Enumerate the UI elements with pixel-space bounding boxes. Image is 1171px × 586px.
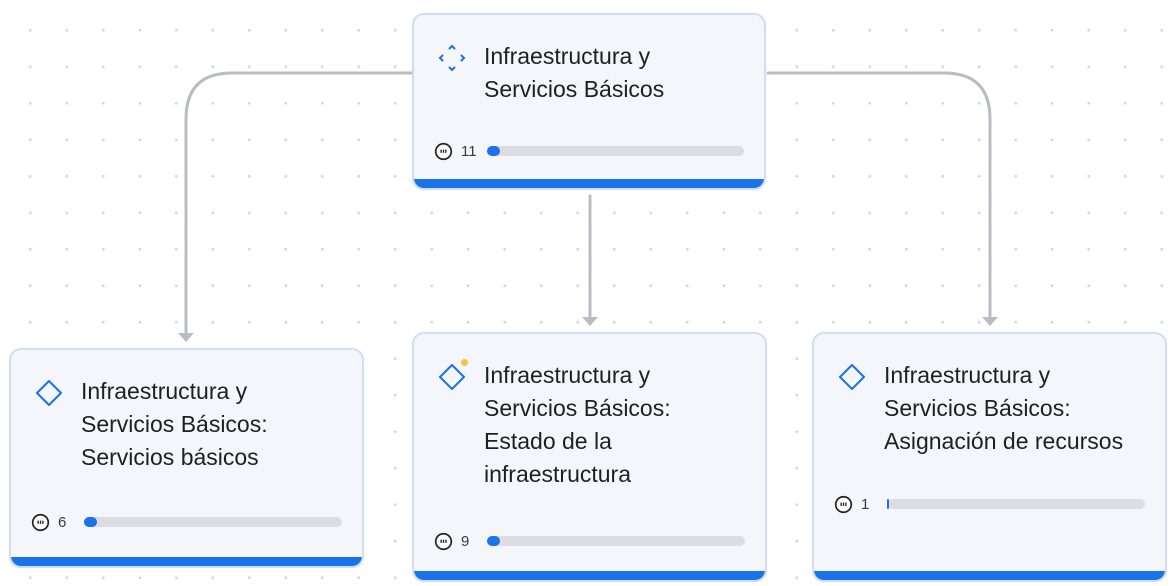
comment-count: 1: [861, 495, 870, 513]
node-footer: 6: [31, 511, 342, 533]
node-card-child-3[interactable]: Infraestructura y Servicios Básicos: Asi…: [812, 332, 1167, 582]
node-footer: 1: [834, 493, 1145, 515]
node-accent-bar: [414, 179, 764, 188]
diamond-icon: [839, 364, 865, 390]
arrowhead-child-1: [178, 333, 194, 342]
node-title: Infraestructura y Servicios Básicos: Ser…: [81, 378, 268, 470]
comment-count: 6: [58, 513, 67, 531]
node-accent-bar: [11, 557, 362, 566]
arrowhead-child-3: [982, 317, 998, 326]
progress-bar: [487, 146, 744, 156]
comment-count: 11: [461, 142, 477, 160]
arrowhead-child-2: [582, 317, 598, 326]
comment-icon: [834, 495, 853, 513]
node-card-child-1[interactable]: Infraestructura y Servicios Básicos: Ser…: [9, 348, 364, 568]
comment-count: 9: [461, 532, 470, 550]
diamond-dashed-icon: [438, 44, 466, 72]
progress-bar: [887, 499, 1145, 509]
node-accent-bar: [814, 571, 1165, 580]
connector-root-to-child-1: [184, 71, 415, 335]
progress-bar: [487, 536, 745, 546]
diamond-icon: [36, 380, 62, 406]
progress-bar: [84, 517, 342, 527]
comment-icon: [434, 142, 453, 160]
node-card-child-2[interactable]: Infraestructura y Servicios Básicos: Est…: [412, 332, 767, 582]
progress-fill: [887, 499, 889, 509]
node-footer: 11: [434, 140, 744, 162]
node-title: Infraestructura y Servicios Básicos: Est…: [484, 362, 671, 487]
node-title: Infraestructura y Servicios Básicos: [484, 43, 665, 102]
node-accent-bar: [414, 571, 765, 580]
connector-root-to-child-3: [766, 71, 992, 319]
progress-fill: [487, 146, 501, 156]
node-footer: 9: [434, 530, 745, 552]
progress-fill: [84, 517, 98, 527]
node-title: Infraestructura y Servicios Básicos: Asi…: [884, 362, 1124, 454]
node-card-root[interactable]: Infraestructura y Servicios Básicos 11: [412, 13, 766, 190]
comment-icon: [434, 532, 453, 550]
status-dot-badge: [461, 359, 468, 366]
diamond-icon: [439, 364, 465, 390]
progress-fill: [487, 536, 501, 546]
comment-icon: [31, 513, 50, 531]
